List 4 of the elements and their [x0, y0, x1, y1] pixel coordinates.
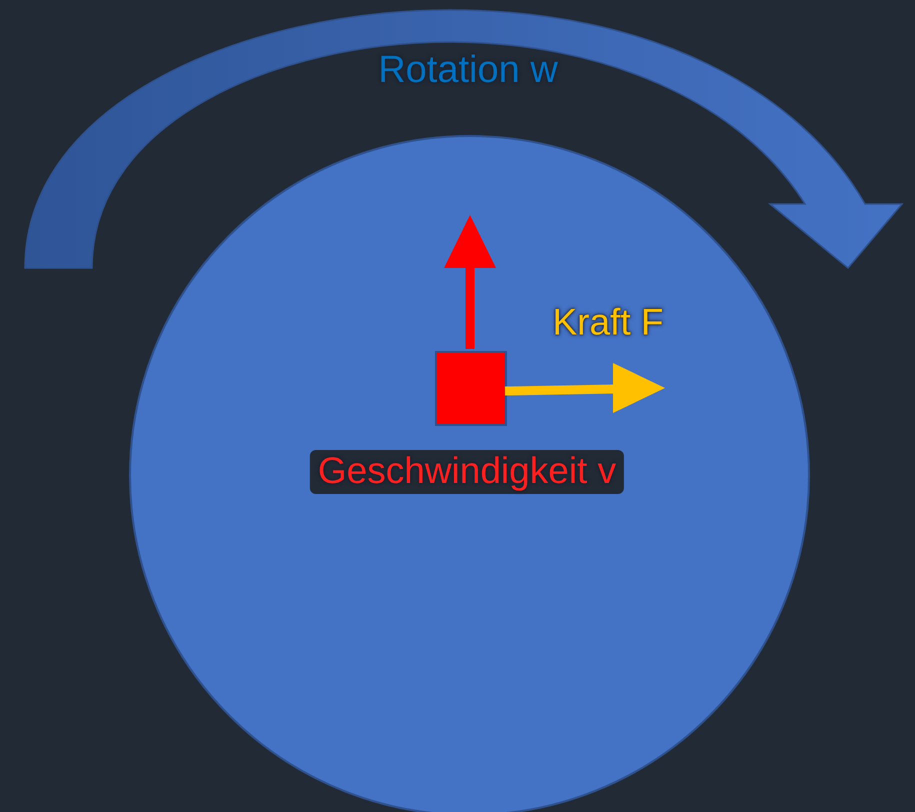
label-text: Rotation w: [378, 51, 558, 89]
square-block: [435, 351, 507, 426]
label-text: Kraft F: [552, 304, 664, 340]
label-text: Geschwindigkeit v: [310, 450, 624, 494]
